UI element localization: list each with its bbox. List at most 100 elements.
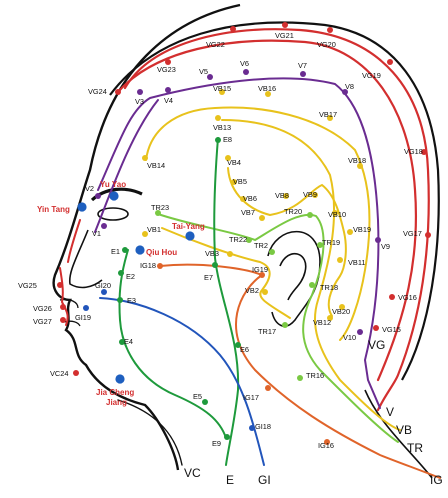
label-vb13: VB13 (213, 123, 231, 132)
label-vg25: VG25 (18, 281, 37, 290)
label-v7: V7 (298, 61, 307, 70)
point-vg26 (60, 304, 66, 310)
point-v4 (165, 87, 171, 93)
label-vg22: VG22 (206, 40, 225, 49)
point-vg20 (327, 27, 333, 33)
label-vg23: VG23 (157, 65, 176, 74)
label-tr19: TR19 (322, 238, 340, 247)
point-ig17 (265, 385, 271, 391)
label-vb5: VB5 (233, 177, 247, 186)
label-tr16: TR16 (306, 371, 324, 380)
point-vg19 (387, 59, 393, 65)
point-vg22 (230, 26, 236, 32)
point-e1 (122, 247, 128, 253)
label-e1: E1 (111, 247, 120, 256)
label-vb7: VB7 (241, 208, 255, 217)
head-outline (54, 5, 240, 470)
label-tr22: TR22 (229, 235, 247, 244)
label-v2: V2 (85, 184, 94, 193)
label-e7: E7 (204, 273, 213, 282)
label-v9: V9 (381, 242, 390, 251)
label-vb19: VB19 (353, 225, 371, 234)
label-jia-cheng-jiang-1: Jia Cheng (96, 388, 134, 397)
point-jia-cheng-jiang (115, 374, 124, 383)
label-vg26: VG26 (33, 304, 52, 313)
point-tr2 (269, 249, 275, 255)
label-vg24: VG24 (88, 87, 107, 96)
label-e6: E6 (240, 345, 249, 354)
label-vg17: VG17 (403, 229, 422, 238)
label-e5: E5 (193, 392, 202, 401)
point-vg15 (373, 325, 379, 331)
tr-line (158, 214, 398, 442)
label-yin-tang: Yin Tang (37, 205, 70, 214)
label-vb6: VB6 (243, 194, 257, 203)
point-vg16 (389, 294, 395, 300)
label-vb12: VB12 (313, 318, 331, 327)
point-yu-yao (109, 191, 118, 200)
label-vb8: VB8 (275, 191, 289, 200)
label-yu-yao: Yu Yao (100, 180, 126, 189)
e-line (214, 138, 238, 465)
label-ig18: IG18 (140, 261, 156, 270)
point-e3 (117, 297, 123, 303)
label-tai-yang: Tai-Yang (172, 222, 205, 231)
label-v5: V5 (199, 67, 208, 76)
vg-line-outer (125, 29, 429, 410)
point-vb7 (259, 215, 265, 221)
point-vg24 (115, 89, 121, 95)
label-v8: V8 (345, 82, 354, 91)
label-meridian-gi: GI (258, 473, 271, 487)
label-v1: V1 (92, 229, 101, 238)
label-vb14: VB14 (147, 161, 165, 170)
label-tr2: TR2 (254, 241, 268, 250)
label-jia-cheng-jiang-2: Jiang (106, 398, 127, 407)
point-v10 (357, 329, 363, 335)
point-vc24 (73, 370, 79, 376)
point-tr20 (307, 212, 313, 218)
label-e3: E3 (127, 296, 136, 305)
label-v4: V4 (164, 96, 173, 105)
label-meridian-e: E (226, 473, 234, 487)
point-v1 (101, 223, 107, 229)
label-gi19: GI19 (75, 313, 91, 322)
point-vg27 (60, 317, 66, 323)
point-v6 (243, 69, 249, 75)
label-v3: V3 (135, 97, 144, 106)
label-vb9: VB9 (303, 190, 317, 199)
point-v3 (137, 89, 143, 95)
label-tr20: TR20 (284, 207, 302, 216)
label-e9: E9 (212, 439, 221, 448)
label-vg16: VG16 (398, 293, 417, 302)
meridian-points (57, 22, 431, 445)
label-vg27: VG27 (33, 317, 52, 326)
label-vb2: VB2 (245, 286, 259, 295)
point-e9 (224, 434, 230, 440)
label-qiu-hou: Qiu Hou (146, 248, 177, 257)
label-vb3: VB3 (205, 249, 219, 258)
ear (268, 232, 320, 327)
label-v6: V6 (240, 59, 249, 68)
label-gi18: GI18 (255, 422, 271, 431)
label-e8: E8 (223, 135, 232, 144)
point-tai-yang (185, 231, 194, 240)
label-ig16: IG16 (318, 441, 334, 450)
label-tr23: TR23 (151, 203, 169, 212)
label-gi20: GI20 (95, 281, 111, 290)
point-vb11 (337, 257, 343, 263)
label-e4: E4 (124, 337, 133, 346)
label-ig19: IG19 (252, 265, 268, 274)
label-vg19: VG19 (362, 71, 381, 80)
point-vg21 (282, 22, 288, 28)
point-vg17 (425, 232, 431, 238)
point-gi19 (83, 305, 89, 311)
point-e7 (212, 262, 218, 268)
label-vb10: VB10 (328, 210, 346, 219)
label-vb11: VB11 (348, 258, 366, 267)
point-e2 (118, 270, 124, 276)
label-e2: E2 (126, 272, 135, 281)
label-v10: V10 (343, 333, 356, 342)
point-tr16 (297, 375, 303, 381)
label-ig17: IG17 (243, 393, 259, 402)
